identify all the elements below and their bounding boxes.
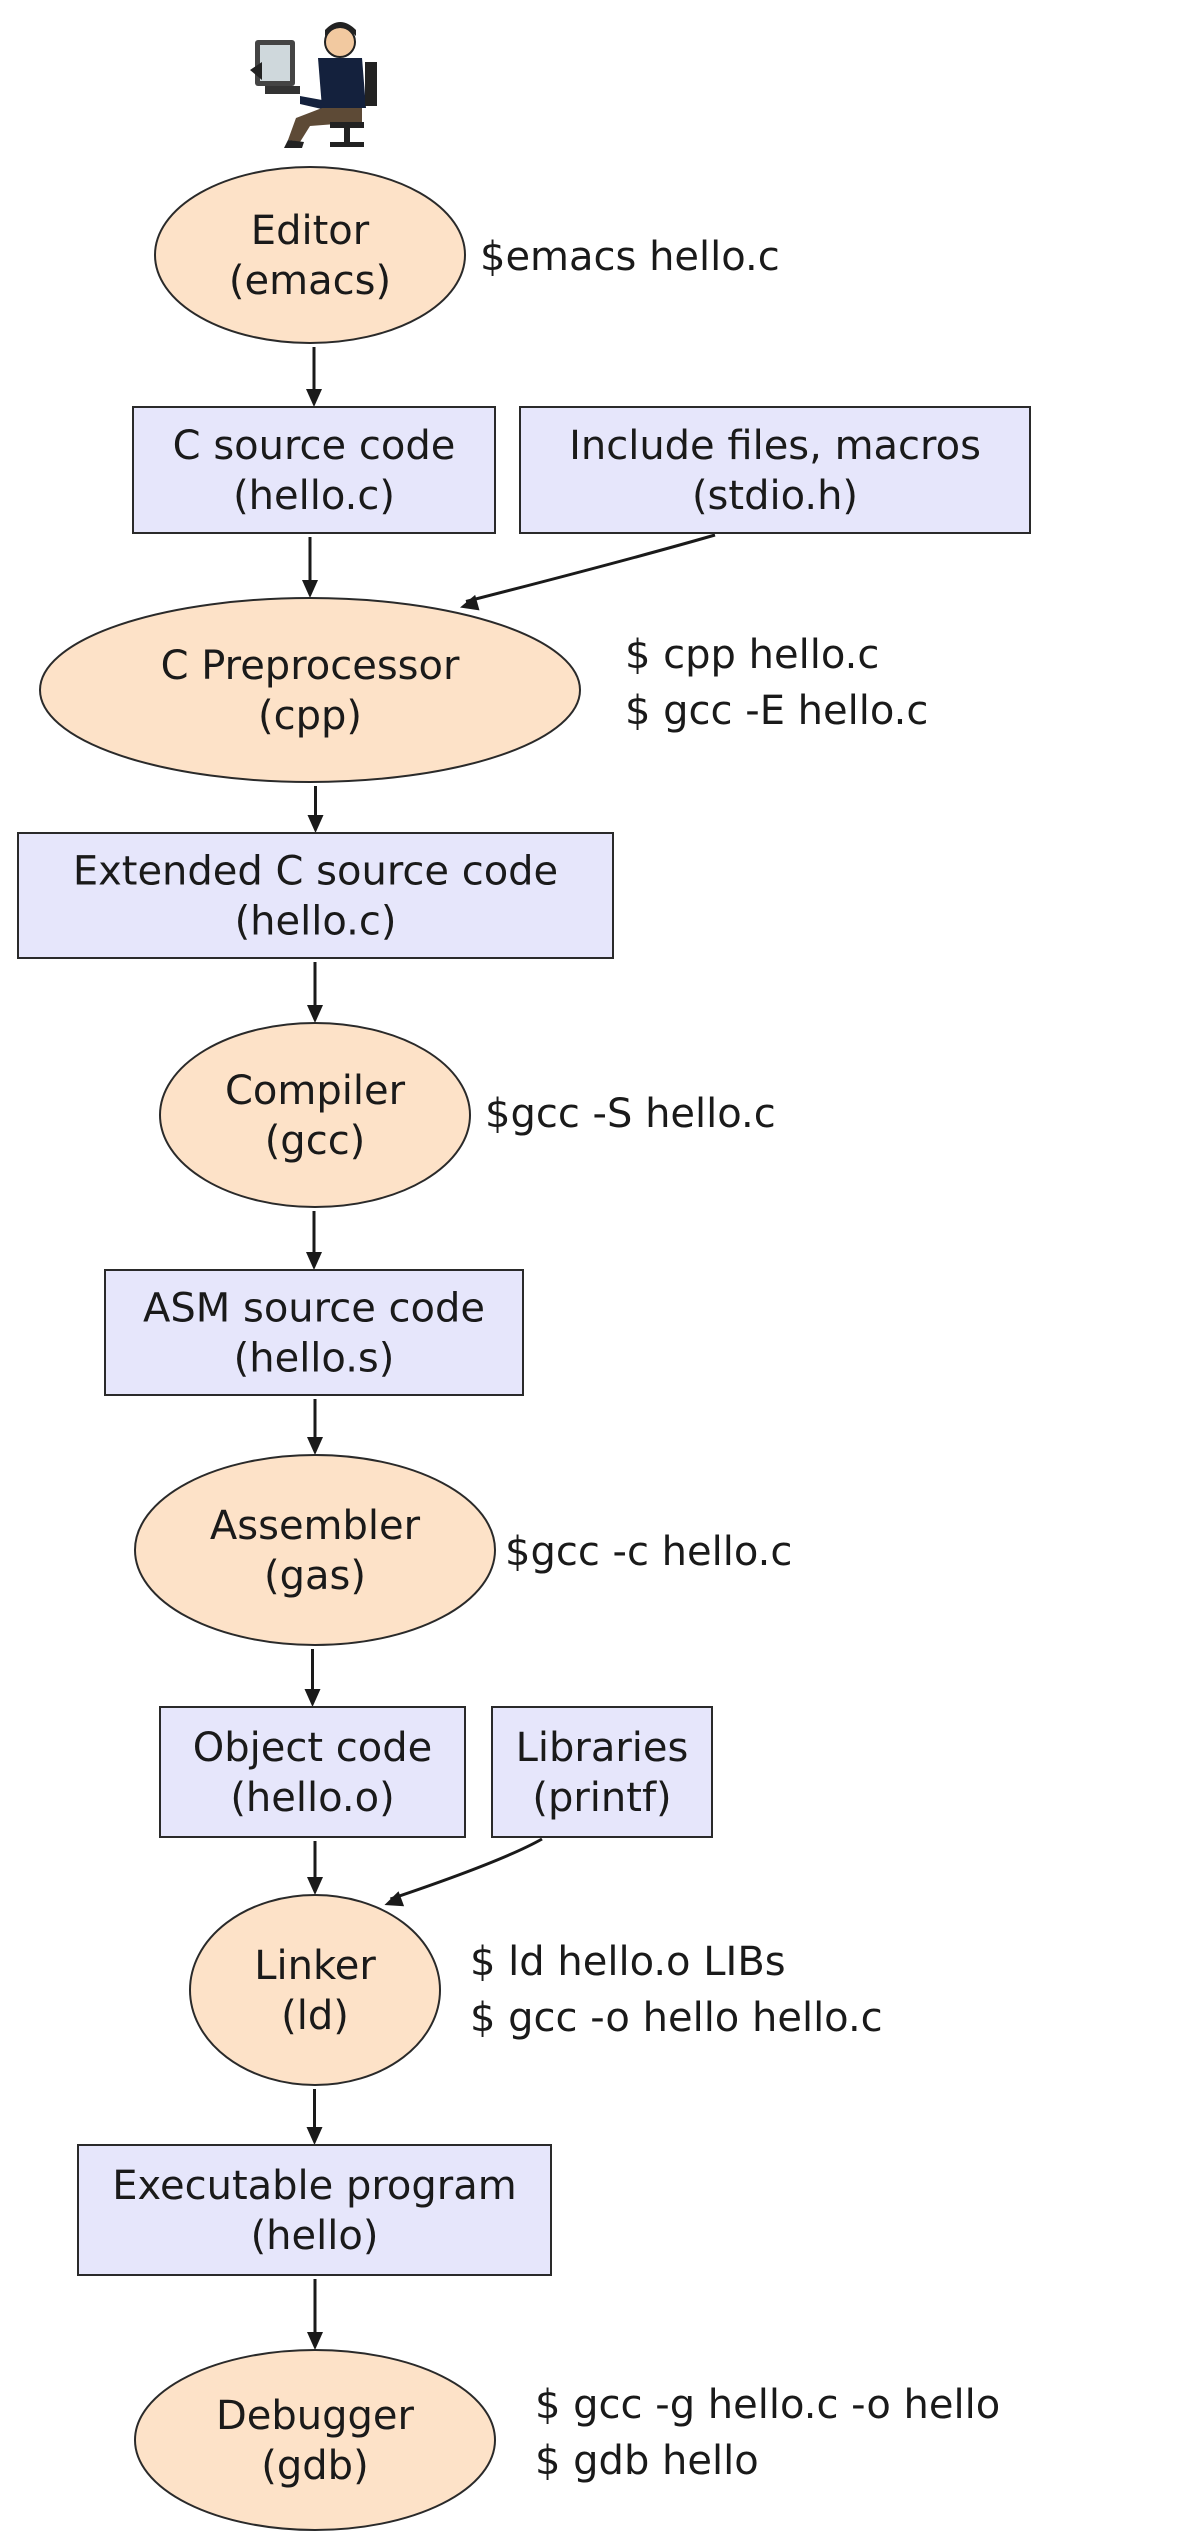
arrow-editor-to-c-source	[306, 347, 322, 407]
include-files-artifact-shape	[519, 406, 1031, 534]
arrow-compiler-to-asm-source	[306, 1211, 322, 1270]
stage-preprocessor: C Preprocessor(cpp)	[39, 597, 581, 783]
arrow-object-code-to-linker	[307, 1841, 323, 1895]
debugger-process-shape	[134, 2349, 496, 2531]
libraries-artifact-shape	[491, 1706, 713, 1838]
asm-source-label-line-2: (hello.s)	[234, 1336, 395, 1382]
extended-source-artifact-shape	[17, 832, 614, 959]
arrow-asm-source-to-assembler	[307, 1399, 323, 1455]
arrow-executable-to-debugger	[307, 2279, 323, 2350]
executable-artifact-shape	[77, 2144, 552, 2276]
preprocessor-label-line-1: C Preprocessor	[161, 643, 460, 689]
programmer-at-computer-icon	[250, 22, 377, 148]
preprocessor-label-line-2: (cpp)	[258, 693, 362, 739]
stage-debugger: Debugger(gdb)	[134, 2349, 496, 2531]
include-files-label-line-2: (stdio.h)	[692, 473, 858, 519]
linker-label-line-1: Linker	[254, 1943, 376, 1989]
editor-label-line-1: Editor	[251, 208, 370, 254]
arrow-include-files-to-preprocessor	[460, 533, 716, 611]
libraries-label-line-1: Libraries	[516, 1725, 689, 1771]
arrow-assembler-to-object-code	[304, 1649, 321, 1707]
stage-executable: Executable program(hello)	[77, 2144, 552, 2276]
flow-arrows	[302, 347, 716, 2350]
command-linker-line-1: $ ld hello.o LIBs	[470, 1939, 786, 1985]
compiler-label-line-1: Compiler	[225, 1068, 406, 1114]
executable-label-line-2: (hello)	[251, 2213, 379, 2259]
compiler-label-line-2: (gcc)	[265, 1118, 366, 1164]
debugger-label-line-2: (gdb)	[261, 2443, 368, 2489]
preprocessor-process-shape	[39, 597, 581, 783]
extended-source-label-line-2: (hello.c)	[235, 899, 397, 945]
include-files-label-line-1: Include files, macros	[569, 423, 981, 469]
libraries-label-line-2: (printf)	[532, 1775, 671, 1821]
command-compiler: $gcc -S hello.c	[485, 1091, 776, 1137]
object-code-label-line-2: (hello.o)	[230, 1775, 394, 1821]
stage-linker: Linker(ld)	[189, 1894, 441, 2086]
c-source-label-line-1: C source code	[173, 423, 456, 469]
compiler-process-shape	[159, 1022, 471, 1208]
stage-object-code: Object code(hello.o)	[159, 1706, 466, 1838]
arrow-c-source-to-preprocessor	[302, 537, 318, 598]
command-preprocessor-line-2: $ gcc -E hello.c	[625, 688, 928, 734]
executable-label-line-1: Executable program	[112, 2163, 516, 2209]
asm-source-label-line-1: ASM source code	[143, 1286, 485, 1332]
arrow-preprocessor-to-extended-source	[307, 786, 324, 833]
object-code-artifact-shape	[159, 1706, 466, 1838]
pipeline-stages: Editor(emacs)C source code(hello.c)Inclu…	[17, 166, 1031, 2531]
stage-editor: Editor(emacs)	[154, 166, 466, 344]
assembler-label-line-2: (gas)	[264, 1553, 366, 1599]
stage-c-source: C source code(hello.c)	[132, 406, 496, 534]
extended-source-label-line-1: Extended C source code	[73, 849, 558, 895]
linker-process-shape	[189, 1894, 441, 2086]
command-linker: $ ld hello.o LIBs $ gcc -o hello hello.c	[470, 1939, 883, 2041]
c-source-label-line-2: (hello.c)	[233, 473, 395, 519]
command-debugger-line-2: $ gdb hello	[535, 2438, 759, 2484]
command-debugger-line-1: $ gcc -g hello.c -o hello	[535, 2382, 1000, 2428]
command-assembler: $gcc -c hello.c	[505, 1529, 792, 1575]
command-preprocessor: $ cpp hello.c $ gcc -E hello.c	[625, 632, 928, 734]
stage-extended-source: Extended C source code(hello.c)	[17, 832, 614, 959]
shell-commands: $emacs hello.c $ cpp hello.c $ gcc -E hell…	[470, 234, 1000, 2484]
assembler-label-line-1: Assembler	[210, 1503, 421, 1549]
command-debugger: $ gcc -g hello.c -o hello $ gdb hello	[535, 2382, 1000, 2484]
command-compiler-line-1: $gcc -S hello.c	[485, 1091, 776, 1137]
stage-libraries: Libraries(printf)	[491, 1706, 713, 1838]
arrow-libraries-to-linker	[384, 1837, 543, 1907]
command-linker-line-2: $ gcc -o hello hello.c	[470, 1995, 883, 2041]
c-source-artifact-shape	[132, 406, 496, 534]
editor-process-shape	[154, 166, 466, 344]
assembler-process-shape	[134, 1454, 496, 1646]
linker-label-line-2: (ld)	[281, 1993, 349, 2039]
command-editor: $emacs hello.c	[480, 234, 780, 280]
stage-asm-source: ASM source code(hello.s)	[104, 1269, 524, 1396]
editor-label-line-2: (emacs)	[229, 258, 391, 304]
stage-include-files: Include files, macros(stdio.h)	[519, 406, 1031, 534]
command-assembler-line-1: $gcc -c hello.c	[505, 1529, 792, 1575]
object-code-label-line-1: Object code	[193, 1725, 432, 1771]
asm-source-artifact-shape	[104, 1269, 524, 1396]
arrow-extended-source-to-compiler	[307, 962, 323, 1023]
stage-assembler: Assembler(gas)	[134, 1454, 496, 1646]
command-preprocessor-line-1: $ cpp hello.c	[625, 632, 879, 678]
arrow-linker-to-executable	[306, 2089, 323, 2145]
stage-compiler: Compiler(gcc)	[159, 1022, 471, 1208]
debugger-label-line-1: Debugger	[216, 2393, 415, 2439]
command-editor-line-1: $emacs hello.c	[480, 234, 780, 280]
